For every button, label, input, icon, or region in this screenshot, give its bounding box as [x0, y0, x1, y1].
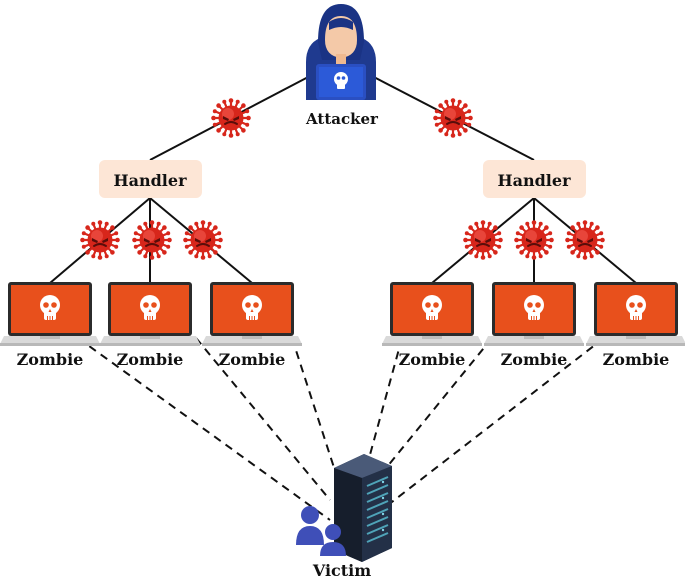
laptop-skull-icon — [0, 281, 101, 347]
laptop-skull-icon — [99, 281, 201, 347]
hooded-hacker-icon — [306, 4, 376, 100]
zombie-label-3: Zombie — [219, 350, 286, 369]
attack-line-4 — [367, 337, 403, 463]
zombie-label-2: Zombie — [117, 350, 184, 369]
laptop-skull-icon — [585, 281, 685, 347]
attack-line-3 — [291, 337, 339, 481]
virus-icon — [182, 219, 224, 261]
virus-icon — [564, 219, 606, 261]
attack-line-5 — [377, 337, 493, 479]
laptop-skull-icon — [201, 281, 303, 347]
handler-box-right — [483, 160, 586, 198]
virus-icon — [79, 219, 121, 261]
laptop-skull-icon — [483, 281, 585, 347]
virus-icon — [432, 97, 474, 139]
attack-line-2 — [195, 337, 331, 501]
attack-links — [77, 337, 605, 521]
victim-label: Victim — [312, 561, 371, 578]
users-icon — [296, 506, 346, 556]
zombie-label-5: Zombie — [501, 350, 568, 369]
zombie-label-6: Zombie — [603, 350, 670, 369]
server-rack-icon — [334, 454, 392, 562]
zombie-label-1: Zombie — [17, 350, 84, 369]
virus-icon — [131, 219, 173, 261]
virus-icon — [210, 97, 252, 139]
attack-line-6 — [387, 337, 605, 506]
handler-label-right: Handler — [498, 171, 572, 190]
handler-box-left — [99, 160, 202, 198]
virus-icon — [462, 219, 504, 261]
handler-label-left: Handler — [114, 171, 188, 190]
zombie-label-4: Zombie — [399, 350, 466, 369]
attacker-label: Attacker — [305, 110, 379, 128]
attack-line-1 — [77, 337, 331, 521]
virus-icon — [513, 219, 555, 261]
laptop-skull-icon — [381, 281, 483, 347]
